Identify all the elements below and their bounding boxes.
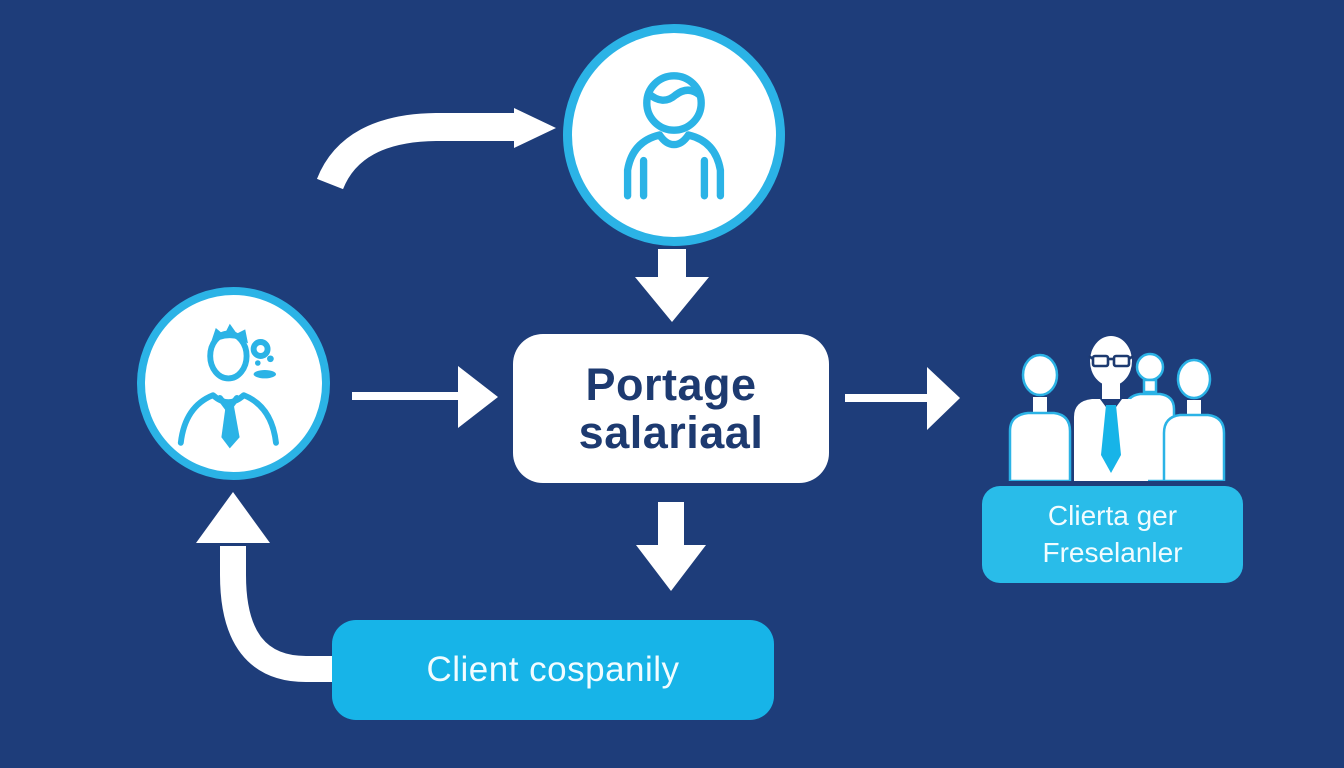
team-member-left <box>1008 353 1072 481</box>
right-arrow-team-shaft <box>845 394 927 402</box>
tie-shape <box>220 405 240 448</box>
curved-arrow-to-person <box>316 113 518 190</box>
glasses-icon <box>1088 354 1134 368</box>
down-arrow-portage-to-client <box>636 502 706 591</box>
right-arrow-team-head <box>927 367 960 430</box>
curved-up-arrow-head <box>196 492 270 543</box>
person-gear-icon <box>177 323 279 448</box>
team-member-right <box>1162 358 1226 481</box>
gear-cluster <box>209 323 276 448</box>
client-company-box: Client cospanily <box>332 620 774 720</box>
person-icon <box>623 72 725 200</box>
right-arrow-manager-head <box>458 366 498 428</box>
team-member-center <box>1074 336 1148 481</box>
curved-up-arrow-client-to-manager <box>220 546 334 682</box>
portage-title-line1: Portage <box>585 358 757 410</box>
freelancer-box: Clierta ger Freselanler <box>982 486 1243 583</box>
manager-circle <box>137 287 330 480</box>
freelancer-label-line2: Freselanler <box>1042 536 1183 568</box>
right-arrow-manager-shaft <box>352 392 458 400</box>
curved-arrow-to-person-head <box>514 108 556 148</box>
portage-salarial-box: Portage salariaal <box>513 334 829 483</box>
team-icon <box>1008 336 1226 481</box>
freelancer-label-line1: Clierta ger <box>1047 499 1178 531</box>
portage-title-line2: salariaal <box>578 406 764 458</box>
client-company-label: Client cospanily <box>426 650 680 689</box>
employee-circle <box>563 24 785 246</box>
tie-shape <box>1101 405 1121 473</box>
down-arrow-person-to-portage <box>635 249 709 322</box>
